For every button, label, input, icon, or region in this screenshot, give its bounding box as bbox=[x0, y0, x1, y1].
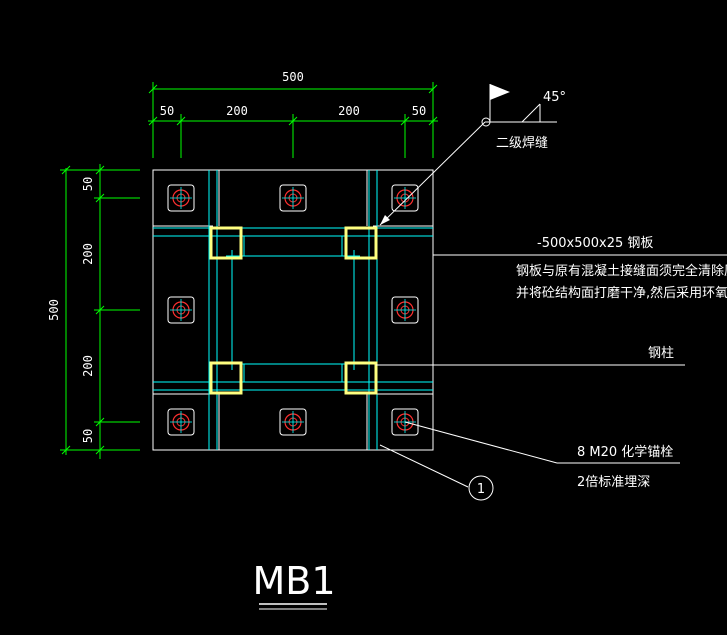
plate-note-line-1: 钢板与原有混凝土接缝面须完全清除原有建筑 bbox=[516, 263, 727, 279]
callout-number-text: 1 bbox=[477, 482, 485, 497]
column-square-bottom-left bbox=[209, 361, 243, 395]
left-dim-text-4: 50 bbox=[81, 429, 95, 443]
left-dimension-group bbox=[60, 164, 140, 459]
column-label-text: 钢柱 bbox=[648, 346, 674, 361]
plate-note-line-2: 并将砼结构面打磨干净,然后采用环氧树脂石 bbox=[516, 285, 727, 301]
top-dimension-group bbox=[148, 82, 438, 158]
weld-angle-text: 45° bbox=[543, 90, 566, 105]
anchor-bolt-icon bbox=[167, 296, 195, 324]
left-dim-text-2: 200 bbox=[81, 243, 95, 265]
top-dim-text-2: 200 bbox=[226, 104, 248, 118]
anchor-bolt-icon bbox=[279, 408, 307, 436]
field-weld-flag-icon bbox=[490, 84, 510, 100]
anchor-bolt-icon bbox=[391, 408, 419, 436]
weld-leader-line bbox=[379, 121, 486, 226]
anchor-depth-text: 2倍标准埋深 bbox=[577, 475, 650, 490]
top-dim-text-3: 200 bbox=[338, 104, 360, 118]
plate-spec-text: -500x500x25 钢板 bbox=[537, 236, 653, 251]
column-square-top-left bbox=[209, 226, 243, 260]
callout-leader bbox=[379, 444, 469, 488]
anchor-bolt-icon bbox=[391, 184, 419, 212]
stiffener-group bbox=[153, 170, 433, 450]
anchor-leader bbox=[404, 421, 680, 464]
top-dim-text-4: 50 bbox=[412, 104, 426, 118]
anchor-spec-text: 8 M20 化学锚栓 bbox=[577, 444, 673, 460]
callout-bubble bbox=[468, 475, 494, 501]
weld-symbol bbox=[379, 84, 557, 226]
drawing-title: MB1 bbox=[252, 559, 335, 603]
left-dim-text-1: 50 bbox=[81, 177, 95, 191]
top-dim-text-1: 50 bbox=[160, 104, 174, 118]
column-group bbox=[209, 226, 378, 395]
left-dim-text-3: 200 bbox=[81, 355, 95, 377]
steel-plate-outline bbox=[152, 169, 434, 451]
anchor-bolt-icon bbox=[391, 296, 419, 324]
weld-label-text: 二级焊缝 bbox=[496, 135, 548, 151]
column-square-top-right bbox=[344, 226, 378, 260]
anchor-bolt-icon bbox=[279, 184, 307, 212]
left-overall-dim-text: 500 bbox=[47, 299, 61, 321]
weld-bevel-icon bbox=[521, 103, 541, 123]
anchor-bolt-group bbox=[167, 184, 419, 436]
top-overall-dim-text: 500 bbox=[282, 70, 304, 84]
column-square-bottom-right bbox=[344, 361, 378, 395]
anchor-bolt-icon bbox=[167, 408, 195, 436]
weld-arrow-icon bbox=[380, 215, 390, 225]
anchor-bolt-icon bbox=[167, 184, 195, 212]
